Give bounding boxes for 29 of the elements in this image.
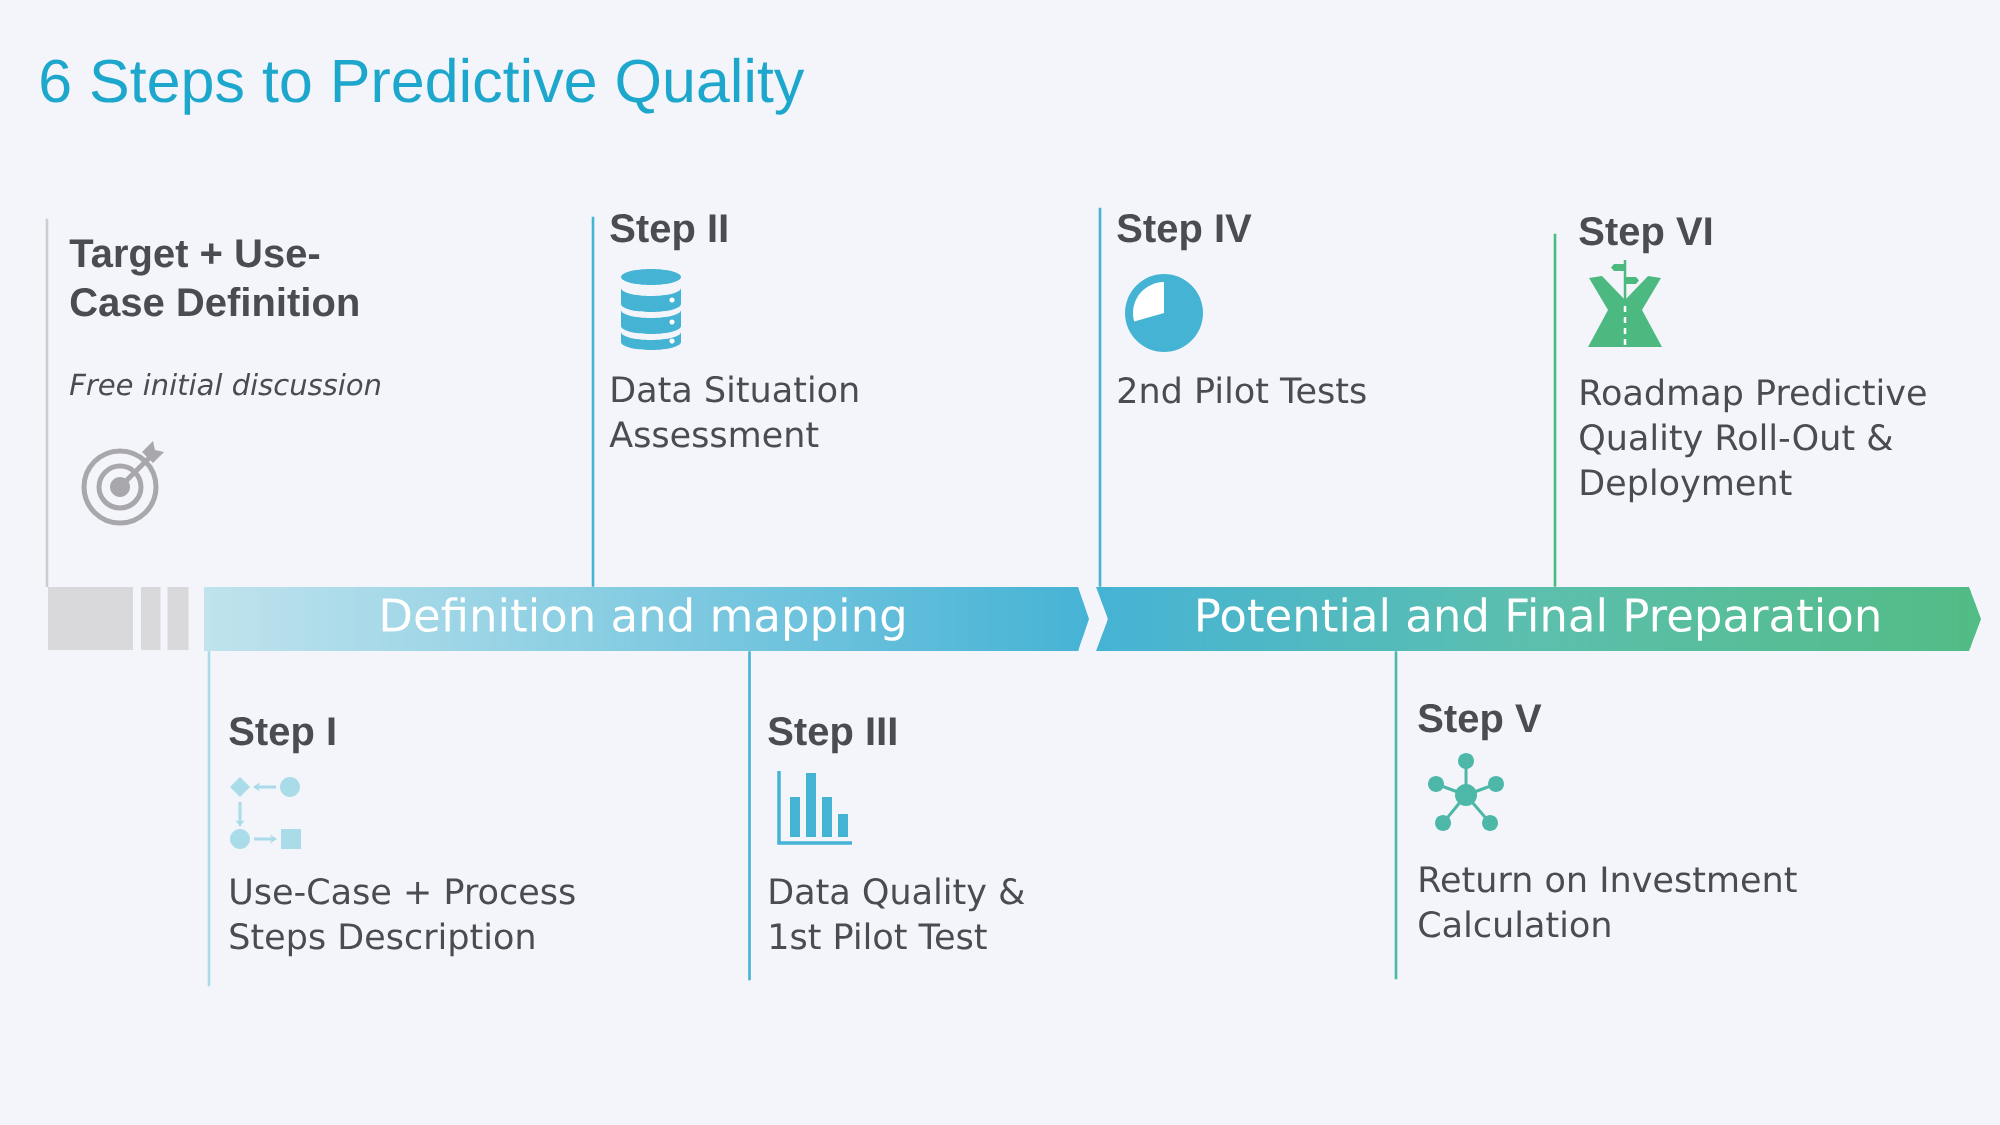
timeline-block [141,587,161,650]
note-text: Free initial discussion [70,372,380,396]
connector-line [748,651,751,981]
title: 6 Steps to Predictive Quality [41,57,805,115]
step-heading: Step III [768,717,896,754]
chevron-band: Definition and mapping [204,587,1089,651]
step-heading: Step VI [1579,217,1712,254]
connector-line [207,651,211,987]
step-heading: Step I [229,717,335,754]
chevron-band: Potential and Final Preparation [1096,587,1981,651]
step-heading: Step V [1418,704,1542,741]
timeline-block [167,587,189,650]
step-heading: Step II [610,214,727,251]
node-label: Potential and Final Preparation [1198,597,1879,641]
connector-line [1553,233,1557,587]
step-description: Data Situation Assessment [609,375,858,448]
timeline-block [48,587,133,650]
step-description: Use-Case + Process Steps Description [230,878,575,957]
step-description: Roadmap Predictive Quality Roll-Out & Deployment [1580,378,1926,503]
node-label: Definition and mapping [382,597,904,641]
connector-line [45,218,49,587]
step-description: 2nd Pilot Tests [1118,376,1366,404]
step-description: Data Quality & 1st Pilot Test [770,877,1025,950]
connector-line [1098,207,1102,587]
step-description: Return on Investment Calculation [1419,866,1797,938]
step-heading: Step IV [1117,214,1252,251]
step-heading: Target + Use-Case Definition [69,239,358,317]
connector-line [1394,651,1398,980]
connector-line [591,216,595,587]
